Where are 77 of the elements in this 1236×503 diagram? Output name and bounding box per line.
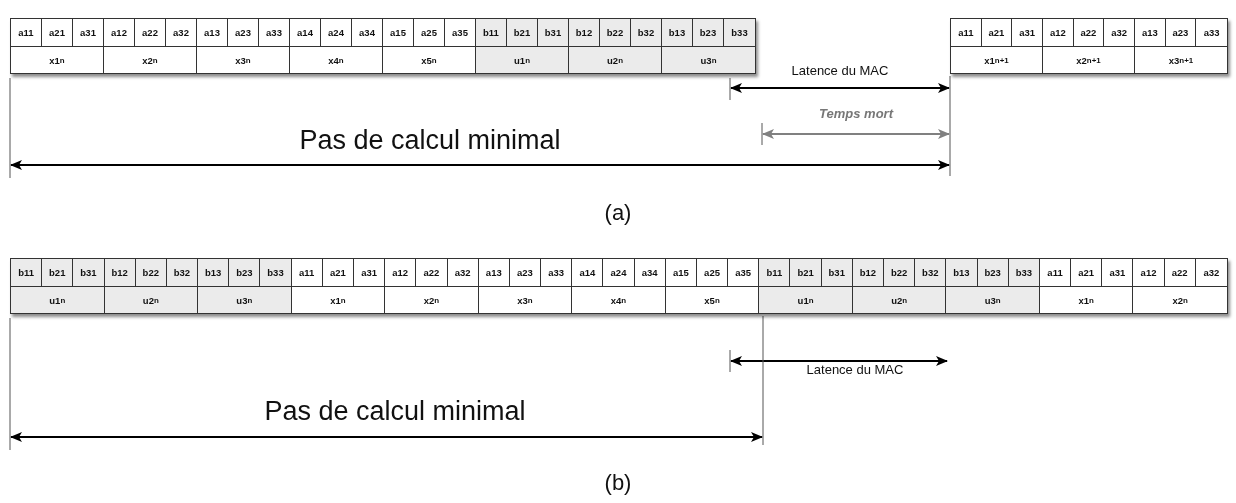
coefficient-cell: b33 <box>1008 259 1040 287</box>
coefficient-cell: a23 <box>228 19 259 47</box>
coefficient-cell: b13 <box>946 259 978 287</box>
coefficient-cell: a23 <box>1165 19 1197 47</box>
coefficient-cell: b22 <box>135 259 167 287</box>
coefficient-cell: a34 <box>352 19 383 47</box>
coefficient-cell: a25 <box>414 19 445 47</box>
coefficient-cell: a22 <box>1073 19 1105 47</box>
coefficient-cell: a33 <box>259 19 290 47</box>
coefficient-cell: b31 <box>73 259 105 287</box>
coefficient-cell: a11 <box>11 19 42 47</box>
dimension-label: Latence du MAC <box>791 63 889 78</box>
coefficient-cell: b13 <box>662 19 693 47</box>
coefficient-cell: a22 <box>1164 259 1196 287</box>
coefficient-cell: a25 <box>696 259 729 287</box>
coefficient-cell: a11 <box>951 19 982 47</box>
coefficient-cell: a12 <box>104 19 135 47</box>
coefficient-cell: a24 <box>321 19 352 47</box>
coefficient-cell: a21 <box>1071 259 1103 287</box>
coefficient-cell: a23 <box>509 259 542 287</box>
dimension-label: Pas de calcul minimal <box>299 125 561 156</box>
coefficient-cell: b23 <box>229 259 261 287</box>
coefficient-cell: a22 <box>416 259 448 287</box>
coefficient-cell: a21 <box>322 259 354 287</box>
coefficient-cell: a12 <box>1043 19 1074 47</box>
coefficient-cell: a31 <box>1012 19 1043 47</box>
coefficient-cell: b12 <box>569 19 600 47</box>
dimension-label: Pas de calcul minimal <box>264 396 526 427</box>
coefficient-cell: b31 <box>538 19 569 47</box>
coefficient-cell: a13 <box>478 259 510 287</box>
coefficient-cell: b13 <box>198 259 230 287</box>
coefficient-cell: b11 <box>476 19 507 47</box>
coefficient-cell: b11 <box>11 259 43 287</box>
coefficient-cell: b33 <box>260 259 292 287</box>
coefficient-cell: b21 <box>507 19 538 47</box>
coefficient-cell: a12 <box>385 259 417 287</box>
coefficient-cell: b21 <box>790 259 822 287</box>
coefficient-cell: a14 <box>290 19 321 47</box>
figure-label: (b) <box>604 470 632 496</box>
dimension-label: Latence du MAC <box>806 362 904 377</box>
dimension-label: Temps mort <box>819 106 893 121</box>
coefficient-cell: a13 <box>1135 19 1166 47</box>
coefficient-cell: a21 <box>981 19 1013 47</box>
coefficient-cell: a12 <box>1133 259 1165 287</box>
coefficient-cell: b23 <box>693 19 724 47</box>
coefficient-cell: a33 <box>1196 19 1227 47</box>
coefficient-cell: a11 <box>1039 259 1072 287</box>
coefficient-cell: b31 <box>821 259 853 287</box>
coefficient-cell: a32 <box>1195 259 1227 287</box>
coefficient-cell: a34 <box>634 259 666 287</box>
coefficient-cell: a22 <box>135 19 166 47</box>
coefficient-cell: a15 <box>665 259 697 287</box>
coefficient-cell: b22 <box>884 259 916 287</box>
coefficient-cell: a31 <box>353 259 386 287</box>
coefficient-cell: a24 <box>603 259 635 287</box>
figure-label: (a) <box>604 200 632 226</box>
coefficient-cell: b33 <box>724 19 755 47</box>
coefficient-cell: a15 <box>383 19 414 47</box>
coefficient-cell: a32 <box>447 259 479 287</box>
coefficient-cell: a33 <box>541 259 573 287</box>
coefficient-cell: a32 <box>1104 19 1135 47</box>
coefficient-cell: a21 <box>42 19 73 47</box>
coefficient-cell: b32 <box>631 19 662 47</box>
coefficient-cell: b11 <box>759 259 791 287</box>
coefficient-cell: b32 <box>915 259 947 287</box>
coefficient-cell: a14 <box>572 259 604 287</box>
coefficient-cell: b22 <box>600 19 631 47</box>
coefficient-cell: a11 <box>291 259 323 287</box>
coefficient-cell: a13 <box>197 19 228 47</box>
coefficient-cell: a32 <box>166 19 197 47</box>
coefficient-cell: b12 <box>852 259 884 287</box>
coefficient-cell: b32 <box>166 259 199 287</box>
coefficient-cell: b23 <box>977 259 1009 287</box>
coefficient-cell: b12 <box>104 259 136 287</box>
coefficient-cell: a31 <box>73 19 104 47</box>
coefficient-cell: a31 <box>1102 259 1134 287</box>
coefficient-cell: b21 <box>42 259 74 287</box>
